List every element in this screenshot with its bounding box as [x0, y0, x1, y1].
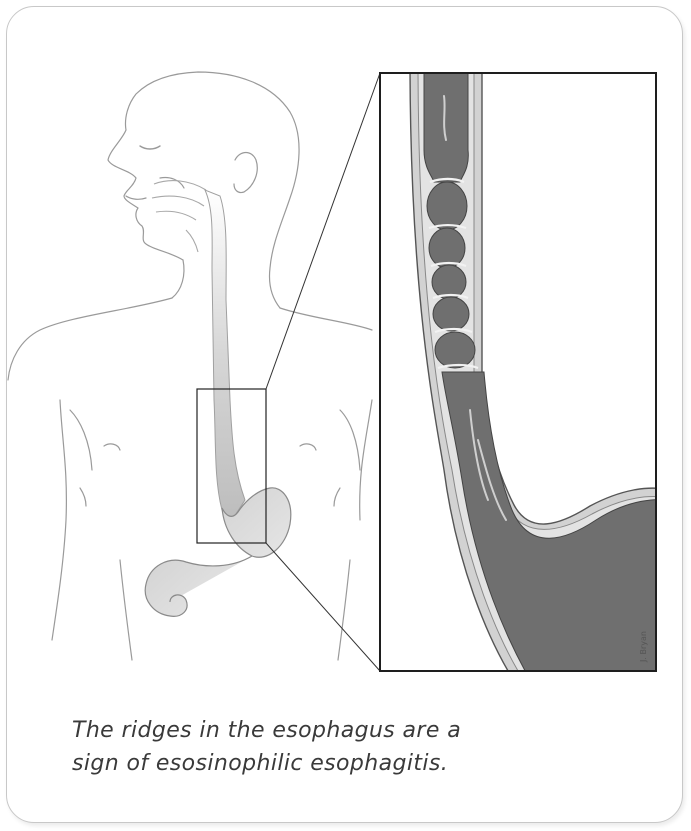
- ear-outline: [234, 153, 257, 193]
- left-torso: [120, 560, 132, 660]
- esophagus-small: [205, 190, 245, 520]
- eye-outline: [140, 146, 160, 149]
- left-arm: [52, 400, 66, 640]
- left-shoulder: [8, 298, 172, 380]
- zoom-connector-top: [266, 73, 380, 389]
- caption-line-1: The ridges in the esophagus are a: [72, 714, 632, 747]
- stomach-small: [145, 488, 291, 616]
- zoomed-esophagus: J. Bryan: [380, 60, 670, 690]
- airway-outline: [152, 181, 206, 252]
- caption-line-2: sign of esosinophilic esophagitis.: [72, 747, 632, 780]
- head-outline: [108, 72, 299, 308]
- caption: The ridges in the esophagus are a sign o…: [72, 714, 632, 780]
- artist-signature: J. Bryan: [639, 631, 648, 663]
- zoom-connector-bottom: [266, 543, 380, 671]
- upper-lumen: [424, 60, 468, 182]
- right-torso: [338, 560, 350, 660]
- right-arm: [360, 400, 372, 520]
